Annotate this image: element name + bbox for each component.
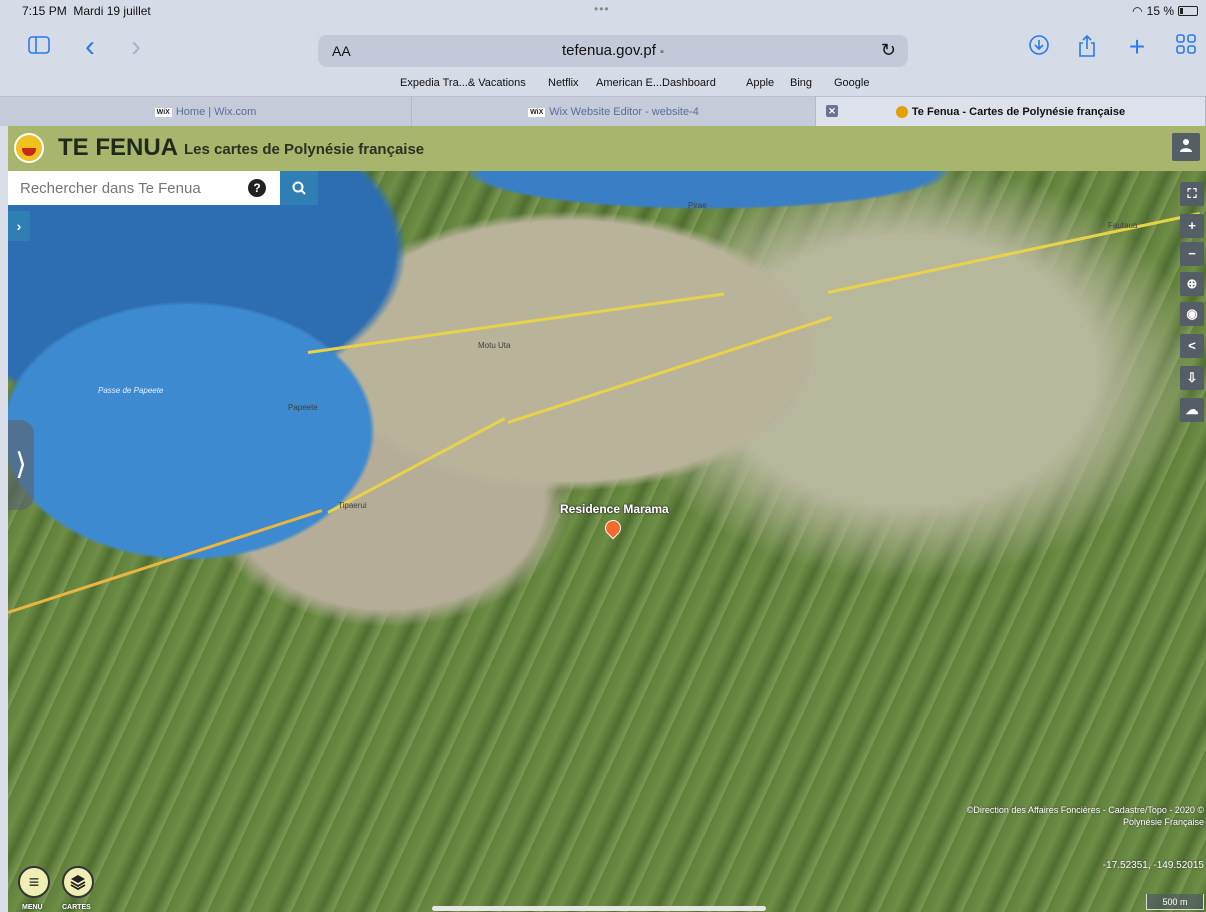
app-subtitle: Les cartes de Polynésie française — [184, 141, 425, 158]
tab-te-fenua[interactable]: ✕ Te Fenua - Cartes de Polynésie françai… — [816, 97, 1206, 127]
map-scale: 500 m — [1146, 894, 1204, 910]
map-label-fautaua: Fautaua — [1108, 221, 1138, 230]
share-icon[interactable] — [1074, 34, 1100, 60]
browser-toolbar: ‹ › AA tefenua.gov.pf ▪ ↻ + — [0, 22, 1206, 72]
download-icon[interactable] — [1026, 34, 1052, 60]
bookmark-netflix[interactable]: Netflix — [548, 77, 579, 89]
map-label-tipaerui: Tipaerui — [338, 501, 367, 510]
zoom-extent-icon[interactable]: ⊕ — [1180, 272, 1204, 296]
status-bar: 7:15 PM Mardi 19 juillet ••• ◠ 15 % — [0, 0, 1206, 22]
search-button[interactable] — [280, 171, 318, 205]
status-time: 7:15 PM Mardi 19 juillet — [22, 4, 151, 18]
tab-label: Te Fenua - Cartes de Polynésie française — [911, 106, 1126, 118]
back-button[interactable]: ‹ — [85, 30, 95, 63]
map-label-motu-uta: Motu Uta — [478, 341, 511, 350]
sidebar-icon[interactable] — [26, 34, 52, 60]
new-tab-button[interactable]: + — [1128, 31, 1146, 62]
polynesia-favicon — [895, 106, 908, 118]
reload-button[interactable]: ↻ — [880, 40, 896, 60]
cursor-coordinates: -17.52351, -149.52015 — [1102, 860, 1204, 871]
forward-button[interactable]: › — [131, 30, 141, 63]
tabs-overview-icon[interactable] — [1174, 34, 1198, 60]
wix-favicon: WiX — [154, 107, 172, 117]
close-tab-icon[interactable]: ✕ — [826, 105, 838, 117]
road-rt1 — [8, 509, 323, 614]
road-rt2-north — [827, 212, 1201, 294]
download-map-icon[interactable]: ⇩ — [1180, 366, 1204, 390]
location-pin-icon[interactable]: ◉ — [1180, 302, 1204, 326]
battery-indicator: ◠ 15 % — [1132, 4, 1198, 18]
tab-wix-editor[interactable]: WiX Wix Website Editor - website-4 — [412, 97, 816, 127]
multitask-dots[interactable]: ••• — [594, 2, 610, 16]
map-label-papeete: Papeete — [288, 403, 318, 412]
road-rt2-east — [507, 316, 832, 424]
map-canvas[interactable]: Passe de Papeete Papeete Motu Uta Tipaer… — [8, 171, 1206, 912]
bookmark-apple[interactable]: Apple — [746, 77, 775, 89]
side-panel-handle[interactable]: ⟩ — [8, 420, 34, 510]
bookmarks-bar: Expedia Tra...& Vacations Netflix Americ… — [0, 72, 1206, 96]
url-text: tefenua.gov.pf ▪ — [561, 42, 665, 59]
cloud-download-icon[interactable]: ☁ — [1180, 398, 1204, 422]
home-indicator — [432, 906, 766, 911]
marker-label: Residence Marama — [560, 502, 669, 516]
road-rt1-coast — [307, 292, 725, 354]
address-bar[interactable]: AA tefenua.gov.pf ▪ ↻ — [318, 35, 908, 67]
bookmark-bing[interactable]: Bing — [790, 77, 813, 89]
user-account-icon[interactable] — [1172, 133, 1200, 161]
tab-label: Home | Wix.com — [175, 106, 257, 118]
zoom-out-button[interactable]: − — [1180, 242, 1204, 266]
reader-aa-button[interactable]: AA — [332, 43, 351, 59]
map-search-bar: ? — [8, 171, 318, 205]
share-map-icon[interactable]: < — [1180, 334, 1204, 358]
expand-panel-button[interactable]: › — [8, 211, 30, 241]
battery-icon — [1178, 6, 1198, 16]
app-title[interactable]: TE FENUA — [58, 134, 178, 161]
cartes-label: CARTES — [62, 904, 91, 911]
map-label-passe: Passe de Papeete — [98, 386, 164, 395]
zoom-in-button[interactable]: + — [1180, 214, 1204, 238]
bookmark-google[interactable]: Google — [834, 77, 870, 89]
fullscreen-icon[interactable]: ⛶ — [1180, 182, 1204, 206]
tab-label: Wix Website Editor - website-4 — [549, 106, 699, 118]
layers-icon[interactable] — [62, 866, 94, 898]
app-header: TE FENUA Les cartes de Polynésie françai… — [8, 126, 1206, 171]
wifi-icon: ◠ — [1132, 4, 1143, 18]
map-attribution: ©Direction des Affaires Foncières - Cada… — [966, 805, 1204, 827]
lock-icon: ▪ — [660, 46, 665, 58]
map-label-pirae: Pirae — [688, 201, 707, 210]
help-icon[interactable]: ? — [248, 179, 266, 197]
tab-wix-home[interactable]: WiX Home | Wix.com — [0, 97, 412, 127]
bookmark-expedia[interactable]: Expedia Tra...& Vacations — [400, 77, 526, 89]
tab-bar: WiX Home | Wix.com WiX Wix Website Edito… — [0, 96, 1206, 127]
menu-icon[interactable]: ≡ — [18, 866, 50, 898]
menu-label: MENU — [22, 904, 43, 911]
te-fenua-logo-icon[interactable] — [14, 133, 44, 163]
road-rt2 — [327, 417, 506, 514]
bookmark-american-express[interactable]: American E...Dashboard — [596, 77, 716, 89]
search-input[interactable] — [8, 171, 280, 205]
wix-favicon: WiX — [528, 107, 546, 117]
